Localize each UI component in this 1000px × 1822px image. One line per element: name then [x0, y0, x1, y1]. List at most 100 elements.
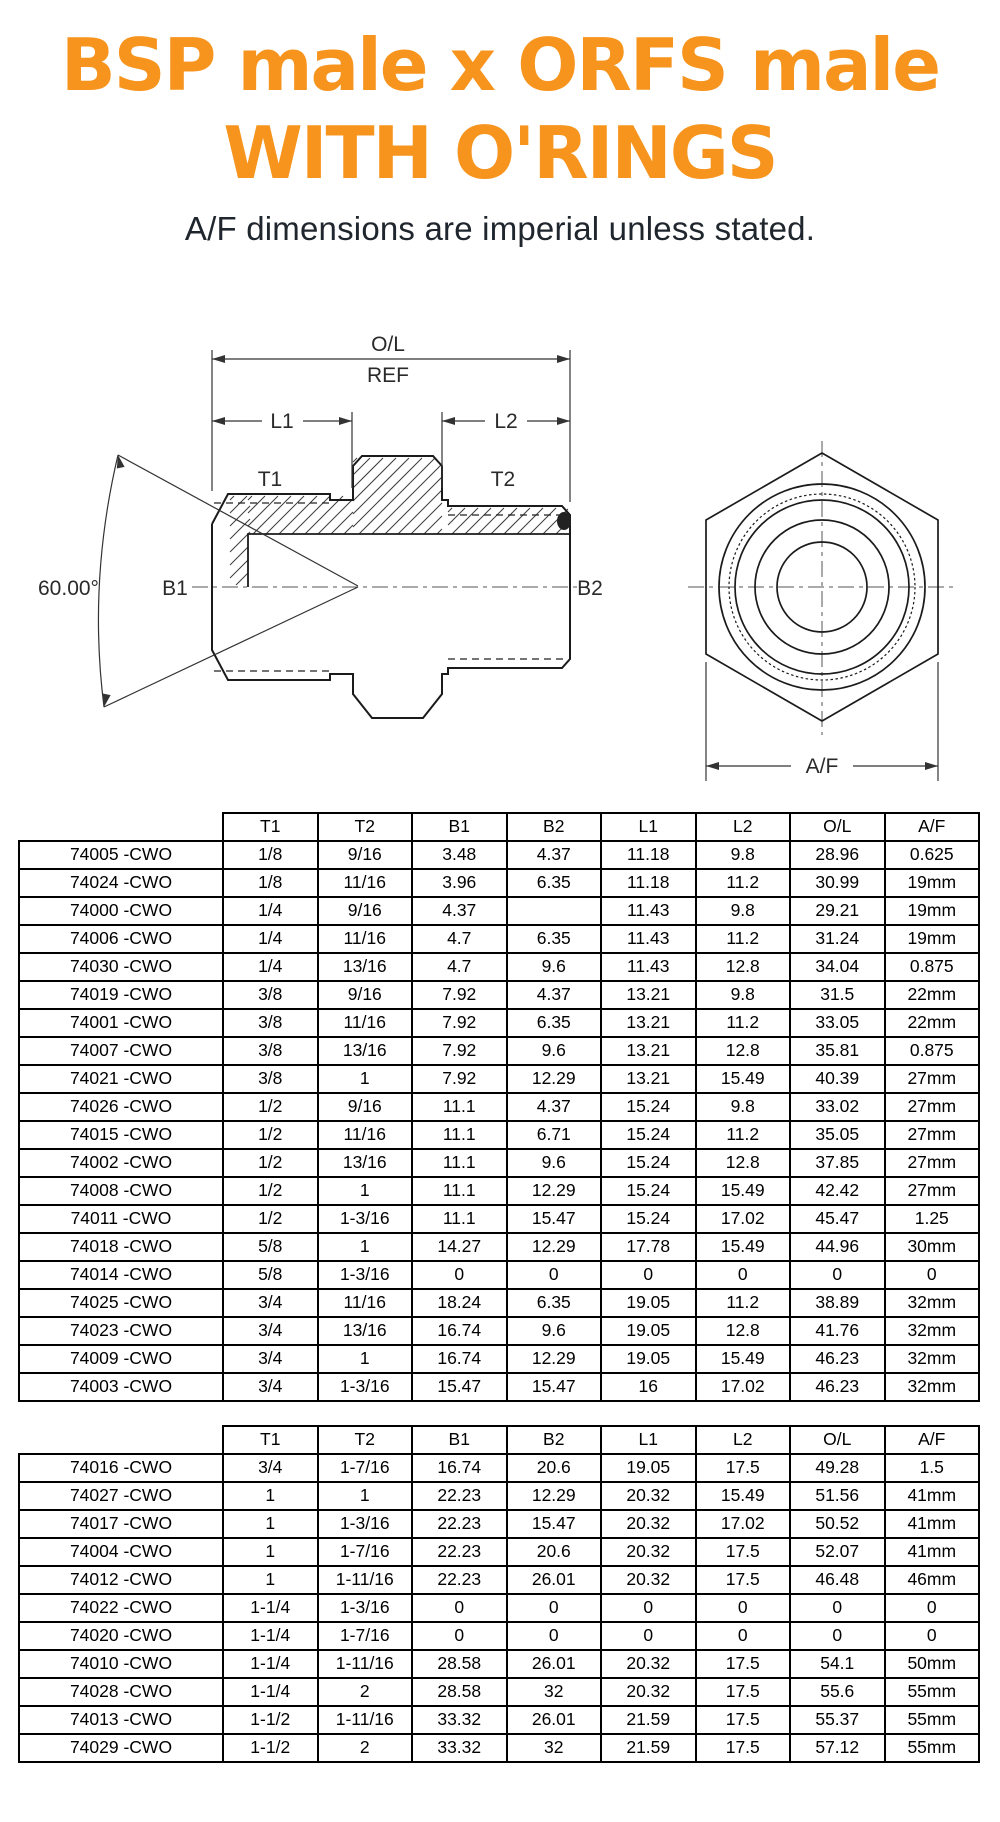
value-cell: 17.5: [694, 1676, 791, 1707]
value-cell: 1/2: [222, 1203, 319, 1234]
value-cell: 9.6: [505, 1035, 602, 1066]
label-ref: REF: [367, 364, 409, 387]
value-cell: 28.58: [411, 1648, 508, 1679]
value-cell: 32mm: [883, 1315, 980, 1346]
fitting-upper-profile: [211, 454, 571, 587]
value-cell: 32mm: [883, 1371, 980, 1402]
value-cell: 11.43: [600, 951, 697, 982]
value-cell: 55mm: [883, 1676, 980, 1707]
value-cell: 22.23: [411, 1480, 508, 1511]
value-cell: 3/4: [222, 1371, 319, 1402]
value-cell: 1/4: [222, 895, 319, 926]
value-cell: 41mm: [883, 1536, 980, 1567]
value-cell: 11/16: [316, 867, 413, 898]
value-cell: 5/8: [222, 1231, 319, 1262]
value-cell: 27mm: [883, 1147, 980, 1178]
fitting-drawing-svg: O/L REF L1 L2 T1 T2 B1 B2 60.00° A/F: [38, 333, 956, 781]
value-cell: 4.37: [505, 839, 602, 870]
value-cell: 1: [222, 1480, 319, 1511]
value-cell: 1/2: [222, 1091, 319, 1122]
value-cell: 11.1: [411, 1147, 508, 1178]
corner-cell: [19, 813, 223, 841]
value-cell: 9/16: [316, 839, 413, 870]
value-cell: 15.49: [694, 1343, 791, 1374]
value-cell: 6.35: [505, 923, 602, 954]
value-cell: 1-1/2: [222, 1732, 319, 1763]
value-cell: 2: [316, 1676, 413, 1707]
value-cell: 1-3/16: [316, 1259, 413, 1290]
column-header: A/F: [883, 1424, 980, 1455]
label-l2: L2: [494, 410, 517, 433]
value-cell: 13.21: [600, 979, 697, 1010]
value-cell: 26.01: [505, 1564, 602, 1595]
value-cell: 41.76: [789, 1315, 886, 1346]
value-cell: 20.6: [505, 1452, 602, 1483]
column-header: O/L: [789, 1424, 886, 1455]
value-cell: 44.96: [789, 1231, 886, 1262]
value-cell: 1/4: [222, 951, 319, 982]
part-number-cell: 74025 -CWO: [18, 1287, 224, 1318]
value-cell: 55mm: [883, 1704, 980, 1735]
value-cell: 1: [316, 1480, 413, 1511]
value-cell: 20.6: [505, 1536, 602, 1567]
value-cell: 15.24: [600, 1147, 697, 1178]
value-cell: 4.37: [505, 979, 602, 1010]
value-cell: 55.37: [789, 1704, 886, 1735]
title-line-2: WITH O'RINGS: [223, 110, 778, 195]
value-cell: 1.5: [883, 1452, 980, 1483]
value-cell: 27mm: [883, 1091, 980, 1122]
value-cell: 15.49: [694, 1480, 791, 1511]
value-cell: 32: [505, 1676, 602, 1707]
value-cell: 0: [789, 1592, 886, 1623]
value-cell: 15.47: [411, 1371, 508, 1402]
value-cell: 19.05: [600, 1315, 697, 1346]
column-header: B1: [411, 811, 508, 842]
fitting-lower-profile: [211, 586, 571, 719]
part-number-cell: 74024 -CWO: [18, 867, 224, 898]
value-cell: 16.74: [411, 1343, 508, 1374]
column-header: O/L: [789, 811, 886, 842]
value-cell: 1.25: [883, 1203, 980, 1234]
value-cell: 12.8: [694, 951, 791, 982]
value-cell: 11.2: [694, 1119, 791, 1150]
value-cell: 17.5: [694, 1452, 791, 1483]
value-cell: 3/4: [222, 1452, 319, 1483]
value-cell: 22.23: [411, 1536, 508, 1567]
value-cell: 29.21: [789, 895, 886, 926]
value-cell: 0.875: [883, 951, 980, 982]
value-cell: 0: [600, 1620, 697, 1651]
value-cell: 20.32: [600, 1648, 697, 1679]
value-cell: 0: [411, 1259, 508, 1290]
part-number-cell: 74006 -CWO: [18, 923, 224, 954]
value-cell: 20.32: [600, 1536, 697, 1567]
value-cell: 34.04: [789, 951, 886, 982]
value-cell: 9/16: [316, 979, 413, 1010]
value-cell: [505, 895, 602, 926]
value-cell: 0: [883, 1592, 980, 1623]
value-cell: 16.74: [411, 1315, 508, 1346]
value-cell: 22.23: [411, 1564, 508, 1595]
value-cell: 0: [883, 1259, 980, 1290]
value-cell: 11/16: [316, 1007, 413, 1038]
part-number-cell: 74027 -CWO: [18, 1480, 224, 1511]
value-cell: 7.92: [411, 1035, 508, 1066]
part-number-cell: 74004 -CWO: [18, 1536, 224, 1567]
value-cell: 7.92: [411, 979, 508, 1010]
part-number-cell: 74023 -CWO: [18, 1315, 224, 1346]
value-cell: 3.48: [411, 839, 508, 870]
value-cell: 15.24: [600, 1091, 697, 1122]
